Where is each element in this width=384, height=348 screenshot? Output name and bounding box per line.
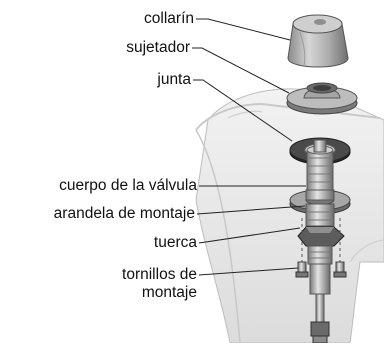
label-fastener: sujetador [126, 39, 190, 56]
leader-lines [192, 18, 306, 276]
label-valve-body: cuerpo de la válvula [59, 177, 197, 194]
label-screws-line1: tornillos de [122, 266, 197, 283]
label-mounting-washer: arandela de montaje [53, 205, 195, 222]
label-gasket: junta [157, 71, 191, 88]
label-screws-line2: montaje [141, 284, 197, 301]
mounting-washer-part [289, 189, 351, 227]
mounting-screws-part [295, 218, 347, 278]
supply-tube-part [309, 263, 331, 344]
collar-part [287, 14, 349, 68]
label-collar: collarín [144, 10, 194, 27]
tank-body [195, 88, 384, 344]
label-nut: tuerca [153, 234, 197, 251]
valve-body-part [306, 139, 334, 191]
fastener-part [286, 82, 358, 115]
